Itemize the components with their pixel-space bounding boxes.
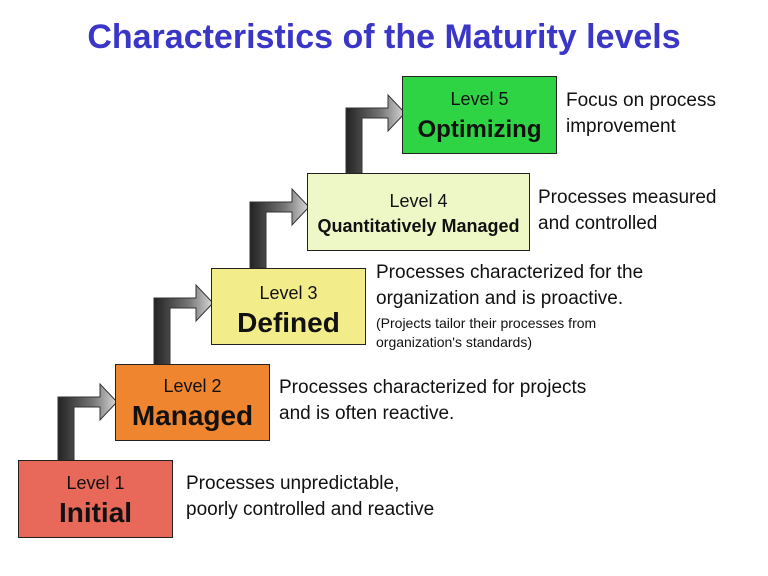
level-2-box: Level 2 Managed [115,364,270,441]
level-3-label: Level 3 [259,283,318,303]
level-5-box: Level 5 Optimizing [402,76,557,154]
level-2-description: Processes characterized for projects and… [279,375,586,427]
step-arrow-3 [249,187,310,269]
level-3-note-line1: (Projects tailor their processes from [376,315,597,331]
step-arrow-2 [153,283,214,366]
level-1-box: Level 1 Initial [18,460,173,538]
level-5-description: Focus on process improvement [566,88,716,140]
level-2-desc-line1: Processes characterized for projects [279,377,587,398]
diagram-title: Characteristics of the Maturity levels [87,18,681,56]
level-2-desc-line2: and is often reactive. [279,403,455,424]
level-4-box: Level 4 Quantitatively Managed [307,173,530,251]
level-1-desc-line1: Processes unpredictable, [186,473,400,494]
level-1-label: Level 1 [66,473,125,493]
level-4-desc-line1: Processes measured [538,187,717,208]
step-arrow-4 [345,93,406,174]
level-4-desc-line2: and controlled [538,213,658,234]
level-3-note-line2: organization's standards) [376,334,532,350]
level-4-description: Processes measured and controlled [538,185,716,237]
level-1-description: Processes unpredictable, poorly controll… [186,471,434,523]
level-3-description: Processes characterized for the organiza… [376,260,643,352]
step-arrow-1 [57,382,118,461]
level-5-desc-line1: Focus on process [566,90,716,111]
level-5-desc-line2: improvement [566,116,676,137]
level-1-name: Initial [58,497,133,528]
level-3-desc-line2: organization and is proactive. [376,288,624,309]
level-2-name: Managed [131,400,254,431]
level-2-label: Level 2 [163,376,222,396]
level-3-box: Level 3 Defined [211,268,366,345]
level-5-name: Optimizing [417,116,542,143]
level-3-desc-line1: Processes characterized for the [376,262,644,283]
level-4-name: Quantitatively Managed [317,216,520,236]
level-1-desc-line2: poorly controlled and reactive [186,499,435,520]
level-3-name: Defined [237,307,340,338]
level-4-label: Level 4 [389,191,448,211]
level-5-label: Level 5 [450,89,509,109]
